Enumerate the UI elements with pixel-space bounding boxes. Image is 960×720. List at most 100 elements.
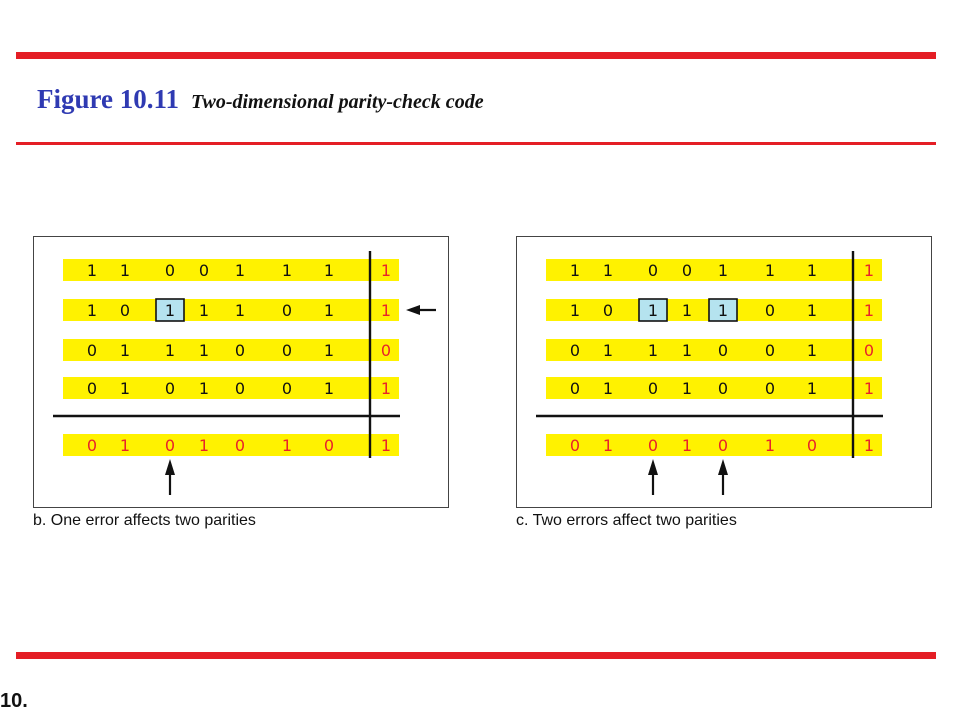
parity-row-bit: 0 — [570, 436, 580, 455]
parity-row-bit: 0 — [87, 436, 97, 455]
data-bit: 0 — [165, 379, 175, 398]
data-bit: 0 — [603, 301, 613, 320]
parity-row-bit: 1 — [199, 436, 209, 455]
parity-row-bit: 0 — [718, 436, 728, 455]
parity-row-bit: 1 — [120, 436, 130, 455]
data-bit: 0 — [282, 341, 292, 360]
data-row-band — [63, 339, 399, 361]
data-bit: 1 — [807, 379, 817, 398]
parity-row-bit: 1 — [682, 436, 692, 455]
error-bit-box — [638, 298, 668, 322]
data-bit: 1 — [165, 341, 175, 360]
row-parity-bit: 1 — [381, 261, 391, 280]
data-bit: 1 — [648, 301, 658, 320]
parity-row-bit: 1 — [864, 436, 874, 455]
data-bit: 1 — [165, 301, 175, 320]
row-parity-bit: 1 — [381, 379, 391, 398]
parity-row-bit: 1 — [381, 436, 391, 455]
data-row-band — [546, 339, 882, 361]
row-parity-bit: 0 — [381, 341, 391, 360]
column-error-arrow-head — [718, 459, 728, 475]
data-bit: 1 — [807, 261, 817, 280]
row-parity-bit: 1 — [864, 261, 874, 280]
data-bit: 0 — [235, 379, 245, 398]
column-error-arrow-head — [165, 459, 175, 475]
parity-row-bit: 0 — [648, 436, 658, 455]
error-bit-box — [708, 298, 738, 322]
data-bit: 1 — [199, 379, 209, 398]
data-bit: 0 — [282, 301, 292, 320]
data-bit: 1 — [324, 379, 334, 398]
row-parity-bit: 0 — [864, 341, 874, 360]
data-bit: 1 — [570, 301, 580, 320]
top-rule — [16, 52, 936, 59]
data-bit: 1 — [87, 301, 97, 320]
data-bit: 0 — [120, 301, 130, 320]
data-bit: 1 — [648, 341, 658, 360]
data-bit: 1 — [807, 341, 817, 360]
data-bit: 0 — [165, 261, 175, 280]
data-bit: 1 — [120, 261, 130, 280]
row-parity-bit: 1 — [864, 379, 874, 398]
data-row-band — [546, 377, 882, 399]
data-bit: 1 — [324, 301, 334, 320]
data-bit: 0 — [87, 379, 97, 398]
data-bit: 1 — [199, 301, 209, 320]
data-bit: 0 — [648, 261, 658, 280]
parity-row-bit: 0 — [324, 436, 334, 455]
data-bit: 1 — [682, 341, 692, 360]
data-bit: 1 — [235, 301, 245, 320]
error-bit-box — [155, 298, 185, 322]
data-row-band — [63, 377, 399, 399]
data-bit: 1 — [765, 261, 775, 280]
row-parity-bit: 1 — [864, 301, 874, 320]
parity-row-bit: 0 — [807, 436, 817, 455]
column-error-arrow-head — [648, 459, 658, 475]
data-bit: 1 — [682, 379, 692, 398]
data-bit: 1 — [807, 301, 817, 320]
data-bit: 0 — [87, 341, 97, 360]
figure-number: Figure 10.11 — [37, 84, 180, 114]
data-bit: 0 — [765, 341, 775, 360]
data-row-band — [546, 259, 882, 281]
data-row-band — [63, 299, 399, 321]
data-bit: 1 — [199, 341, 209, 360]
parity-row-bit: 1 — [603, 436, 613, 455]
data-bit: 1 — [603, 261, 613, 280]
data-bit: 0 — [282, 379, 292, 398]
parity-row-bit: 1 — [282, 436, 292, 455]
data-bit: 0 — [570, 341, 580, 360]
page-number: 10. — [0, 690, 28, 712]
row-parity-bit: 1 — [381, 301, 391, 320]
parity-row-bit: 0 — [165, 436, 175, 455]
data-bit: 0 — [718, 341, 728, 360]
caption-two-errors: c. Two errors affect two parities — [516, 512, 737, 529]
title-underline-rule — [16, 142, 936, 145]
parity-row-band — [63, 434, 399, 456]
figure-subtitle: Two-dimensional parity-check code — [191, 91, 484, 113]
data-bit: 0 — [765, 379, 775, 398]
data-bit: 1 — [324, 341, 334, 360]
data-bit: 0 — [235, 341, 245, 360]
data-bit: 1 — [87, 261, 97, 280]
data-bit: 0 — [718, 379, 728, 398]
data-bit: 1 — [718, 301, 728, 320]
data-bit: 0 — [199, 261, 209, 280]
row-error-arrow-head — [406, 305, 420, 315]
data-bit: 1 — [718, 261, 728, 280]
data-bit: 1 — [570, 261, 580, 280]
data-row-band — [63, 259, 399, 281]
data-bit: 1 — [282, 261, 292, 280]
data-bit: 1 — [682, 301, 692, 320]
data-bit: 0 — [682, 261, 692, 280]
parity-row-band — [546, 434, 882, 456]
data-bit: 1 — [120, 379, 130, 398]
data-bit: 0 — [648, 379, 658, 398]
data-bit: 1 — [324, 261, 334, 280]
data-bit: 1 — [235, 261, 245, 280]
data-bit: 1 — [603, 379, 613, 398]
